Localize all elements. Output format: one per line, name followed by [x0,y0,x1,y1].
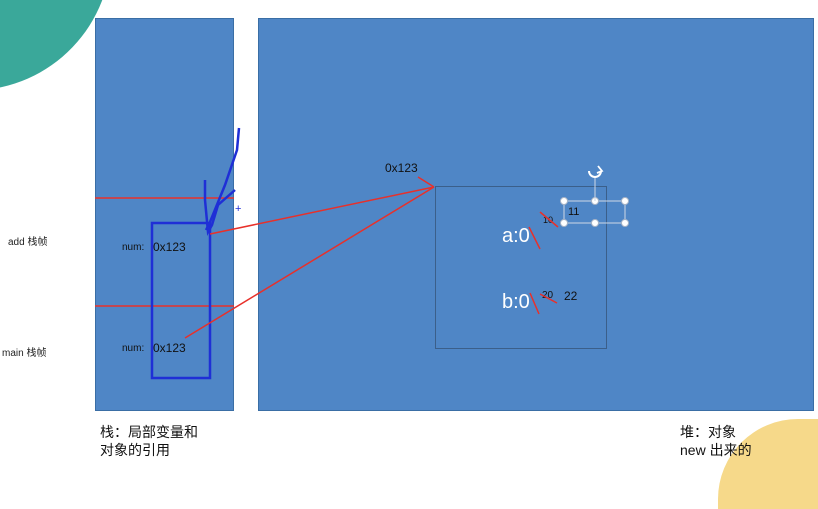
cursor-plus-icon: + [235,203,241,215]
main-num-value: 0x123 [153,341,186,355]
heap-caption: 堆：对象 new 出来的 [680,423,752,459]
main-num-label: num: [122,343,145,354]
heap-address-label: 0x123 [385,161,418,175]
add-ref-arrow [209,186,435,235]
field-a: a:0 [502,225,530,247]
heap-object-box [435,186,607,349]
strike-b-zero [529,292,540,315]
address-pointer-arrow [417,176,435,188]
strike-a-ten [539,211,559,228]
stack-caption-line1: 栈：局部变量和 [100,424,198,440]
add-frame-label: add 栈帧 [8,237,48,248]
add-num-label: num: [122,242,145,253]
stack-caption-line2: 对象的引用 [100,442,170,458]
rotate-handle-icon[interactable] [588,165,604,201]
ink-scribble-1 [203,180,236,237]
field-a-edit-1: 10 [543,215,554,225]
heap-panel [258,18,814,411]
strike-a-zero [528,226,541,250]
main-ref-arrow [184,186,435,339]
field-b-edit-2: 22 [564,289,578,303]
annotation-overlay: + [95,127,629,380]
field-b: b:0 [502,291,530,313]
add-num-value: 0x123 [153,240,186,254]
ink-scribble-2 [204,127,241,231]
heap-caption-line1: 堆：对象 [680,424,736,440]
main-frame-ink-box [150,221,212,380]
field-a-edit-2: 11 [568,206,580,218]
field-b-edit-1: 20 [542,290,554,301]
stack-caption: 栈：局部变量和 对象的引用 [100,423,198,459]
strike-b-twenty [539,293,558,304]
main-frame-label: main 栈帧 [2,348,47,359]
selection-handles[interactable] [560,197,629,227]
heap-caption-line2: new 出来的 [680,442,752,458]
